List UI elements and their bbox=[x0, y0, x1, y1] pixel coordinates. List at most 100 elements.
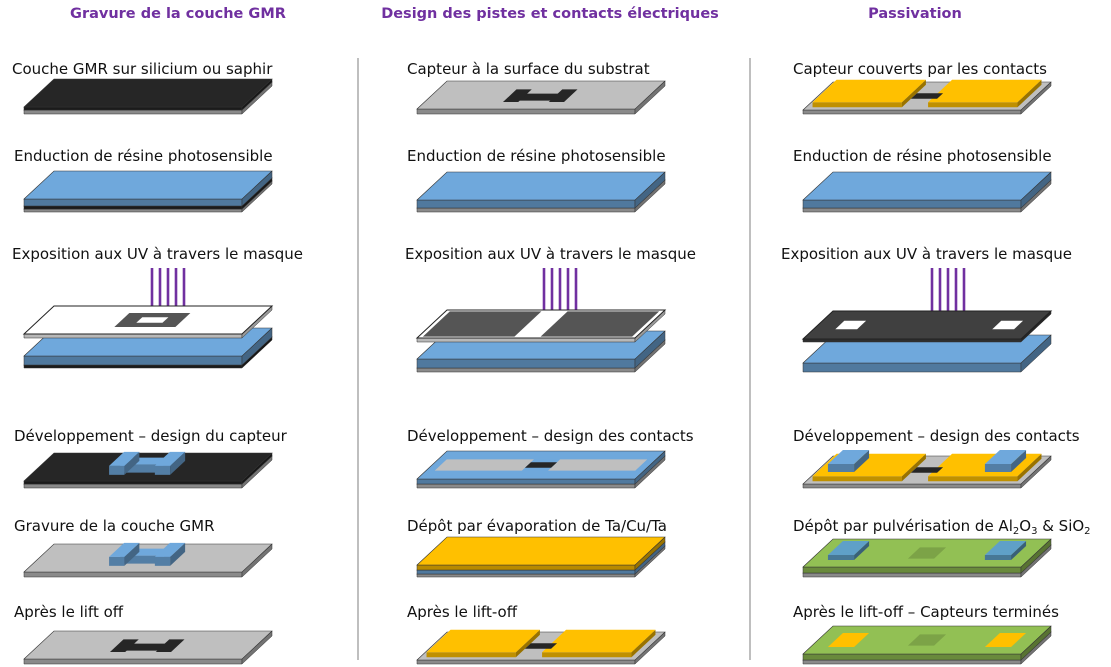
illustration-resist-coating bbox=[802, 171, 1052, 213]
illustration-gmr-layer bbox=[23, 78, 273, 115]
resist-pad-left-front bbox=[827, 464, 855, 472]
sensor-ridge bbox=[907, 634, 947, 646]
sensor-visible bbox=[524, 462, 558, 468]
resist-right-side bbox=[170, 451, 186, 475]
sensor-visible bbox=[910, 93, 944, 99]
resist-layer-front bbox=[802, 362, 1022, 373]
illustration-finished bbox=[802, 625, 1052, 665]
contact-right-side bbox=[1017, 79, 1042, 108]
gmr-layer-front bbox=[23, 364, 243, 369]
resist-pad-right-front bbox=[984, 555, 1012, 560]
column-title-contacts-design: Design des pistes et contacts électrique… bbox=[381, 6, 719, 22]
resist-layer-front bbox=[416, 569, 636, 575]
step-label-uv-exposure: Exposition aux UV à travers le masque bbox=[781, 245, 1072, 263]
contact-window-left bbox=[827, 633, 870, 647]
contact-opening-left bbox=[434, 459, 534, 471]
resist-pad-right-top bbox=[984, 450, 1027, 464]
step-label-gmr-layer: Couche GMR sur silicium ou saphir bbox=[12, 60, 273, 78]
resist-layer-front bbox=[416, 199, 636, 209]
contact-right-side bbox=[631, 629, 656, 658]
resist-layer-front bbox=[23, 355, 243, 366]
resist-right-top bbox=[154, 451, 186, 466]
resist-pad-left-side bbox=[854, 450, 870, 472]
substrate-front bbox=[23, 208, 243, 213]
resist-right-front bbox=[154, 465, 171, 475]
substrate-front bbox=[802, 109, 1022, 115]
illustration-uv-exposure bbox=[801, 268, 1053, 373]
resist-right-side bbox=[170, 542, 186, 566]
step-label-resist-coating: Enduction de résine photosensible bbox=[14, 147, 273, 165]
contact-opening-right bbox=[548, 459, 648, 471]
illustration-sputtering bbox=[802, 538, 1052, 578]
mask-right-pad bbox=[540, 311, 660, 337]
resist-pad-left-top bbox=[827, 541, 870, 555]
illustration-development bbox=[23, 451, 273, 489]
step-label-uv-exposure: Exposition aux UV à travers le masque bbox=[405, 245, 696, 263]
substrate-front bbox=[416, 659, 636, 665]
contact-left-side bbox=[901, 453, 926, 482]
step-label-sensor-covered: Capteur couverts par les contacts bbox=[793, 60, 1047, 78]
gmr-layer-top bbox=[23, 78, 273, 108]
illustration-uv-exposure bbox=[415, 268, 667, 373]
contact-left-front bbox=[426, 652, 516, 658]
step-label-uv-exposure: Exposition aux UV à travers le masque bbox=[12, 245, 303, 263]
mask-window-left bbox=[835, 320, 867, 330]
illustration-uv-exposure bbox=[22, 268, 274, 369]
passivation-layer-front bbox=[802, 653, 1022, 661]
substrate-front bbox=[23, 109, 243, 115]
substrate-front bbox=[23, 658, 243, 665]
step-label-sputtering: Dépôt par pulvérisation de Al2O3 & SiO2 bbox=[793, 517, 1091, 537]
substrate-front bbox=[416, 207, 636, 213]
substrate-front bbox=[802, 483, 1022, 489]
illustration-development bbox=[416, 450, 666, 489]
illustration-development bbox=[802, 450, 1052, 489]
illustration-gmr-etch bbox=[23, 542, 273, 578]
mask-plate-front bbox=[23, 333, 243, 339]
step-label-evaporation: Dépôt par évaporation de Ta/Cu/Ta bbox=[407, 517, 667, 535]
resist-pad-right-side bbox=[1011, 541, 1027, 560]
step-label-development: Développement – design des contacts bbox=[793, 427, 1080, 445]
illustration-sensor-covered bbox=[802, 79, 1052, 115]
resist-layer-front bbox=[23, 198, 243, 207]
gmr-sensor-left bbox=[502, 89, 532, 102]
resist-pad-right-top bbox=[984, 541, 1027, 555]
illustration-evaporation bbox=[416, 536, 666, 578]
resist-layer-front bbox=[802, 199, 1022, 209]
mask-sensor-cutout bbox=[136, 317, 169, 323]
resist-pad-left-front bbox=[827, 555, 855, 560]
resist-left-side bbox=[124, 542, 140, 566]
mask-left-pad bbox=[422, 311, 542, 337]
contact-left-side bbox=[901, 79, 926, 108]
resist-layer-top bbox=[802, 171, 1052, 201]
step-label-development: Développement – design des contacts bbox=[407, 427, 694, 445]
gmr-layer-front bbox=[23, 205, 243, 210]
substrate-front bbox=[802, 207, 1022, 213]
contact-left-top bbox=[812, 79, 926, 103]
illustration-sensor-on-substrate bbox=[416, 80, 666, 115]
gmr-sensor-bar bbox=[120, 643, 172, 651]
mask-plate-front bbox=[416, 337, 636, 343]
metal-layer-front bbox=[416, 564, 636, 571]
gmr-sensor-right bbox=[155, 639, 185, 652]
contact-right-front bbox=[542, 652, 632, 658]
sensor-visible bbox=[524, 643, 558, 649]
contact-right-top bbox=[928, 79, 1042, 103]
substrate-front bbox=[23, 483, 243, 489]
resist-left-front bbox=[109, 465, 125, 475]
contact-right-top bbox=[542, 629, 656, 653]
column-title-passivation: Passivation bbox=[868, 6, 962, 22]
substrate-front bbox=[416, 483, 636, 489]
contact-left-front bbox=[812, 102, 902, 108]
mask-plate-dark-top bbox=[801, 310, 1053, 340]
gmr-sensor-left bbox=[109, 639, 139, 652]
contact-right-side bbox=[1017, 453, 1042, 482]
contact-window-right bbox=[984, 633, 1027, 647]
contact-right-front bbox=[928, 476, 1018, 482]
resist-left-top bbox=[109, 542, 140, 557]
sensor-visible bbox=[910, 467, 944, 473]
illustration-resist-coating bbox=[416, 171, 666, 213]
step-label-gmr-etch: Gravure de la couche GMR bbox=[14, 517, 215, 535]
resist-left-side bbox=[124, 451, 140, 475]
step-label-sensor-on-substrate: Capteur à la surface du substrat bbox=[407, 60, 650, 78]
contact-right-front bbox=[928, 102, 1018, 108]
